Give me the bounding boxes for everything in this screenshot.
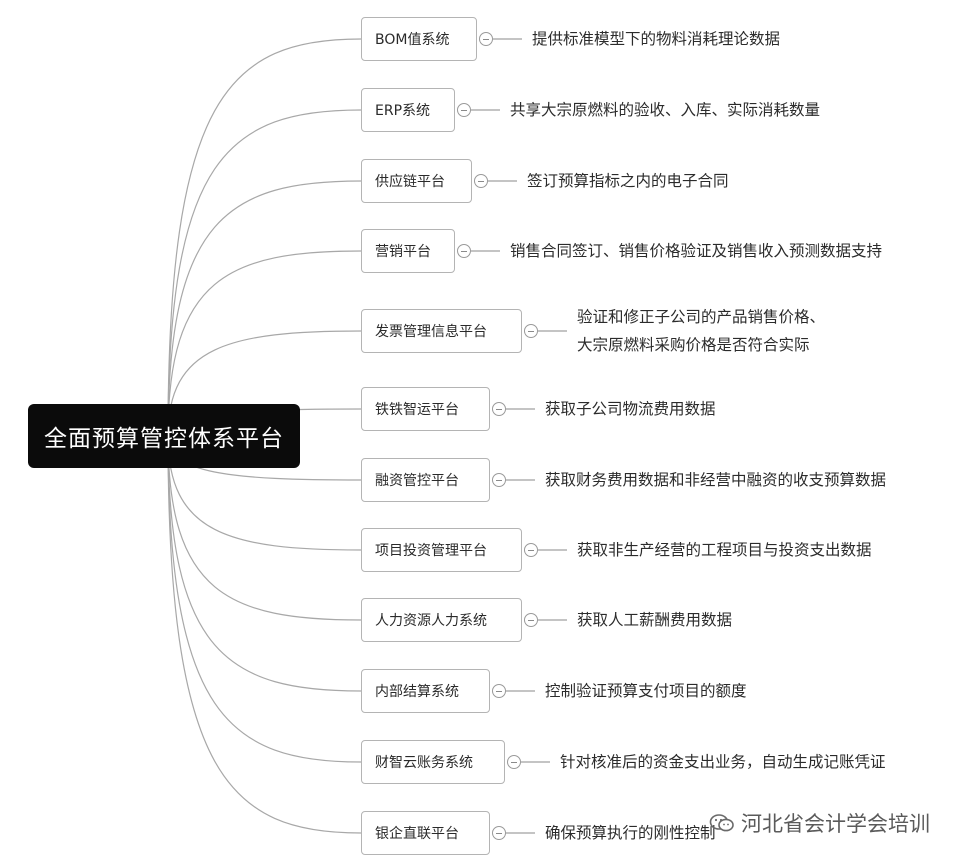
description-line: 确保预算执行的刚性控制 [545, 824, 716, 842]
description-line: 获取人工薪酬费用数据 [577, 611, 733, 629]
description-line: 共享大宗原燃料的验收、入库、实际消耗数量 [510, 101, 821, 119]
collapse-toggle-icon[interactable] [474, 174, 488, 188]
collapse-toggle-icon[interactable] [507, 755, 521, 769]
branch-connector [167, 180, 362, 437]
description-line: 获取非生产经营的工程项目与投资支出数据 [577, 541, 872, 559]
description-line: 提供标准模型下的物料消耗理论数据 [532, 30, 781, 48]
branch-connector [167, 250, 362, 437]
description-line: 针对核准后的资金支出业务，自动生成记账凭证 [560, 753, 886, 771]
branch-description: 共享大宗原燃料的验收、入库、实际消耗数量 [510, 96, 820, 124]
description-line: 签订预算指标之内的电子合同 [527, 172, 729, 190]
description-line: 验证和修正子公司的产品销售价格、 [577, 308, 826, 326]
branch-label: 人力资源人力系统 [375, 613, 487, 629]
description-line: 获取财务费用数据和非经营中融资的收支预算数据 [545, 471, 887, 489]
branch-node[interactable]: 项目投资管理平台 [361, 528, 522, 572]
wechat-icon [709, 814, 734, 832]
branch-label: 项目投资管理平台 [375, 543, 487, 559]
collapse-toggle-icon[interactable] [524, 543, 538, 557]
root-label: 全面预算管控体系平台 [44, 426, 284, 452]
description-line: 获取子公司物流费用数据 [545, 400, 716, 418]
branch-description: 获取人工薪酬费用数据 [577, 606, 732, 634]
branch-connector [167, 435, 362, 551]
branch-node[interactable]: 财智云账务系统 [361, 740, 505, 784]
branch-node[interactable]: BOM值系统 [361, 17, 477, 61]
branch-description: 销售合同签订、销售价格验证及销售收入预测数据支持 [510, 237, 882, 265]
collapse-toggle-icon[interactable] [524, 324, 538, 338]
branch-node[interactable]: 融资管控平台 [361, 458, 490, 502]
branch-label: 内部结算系统 [375, 684, 459, 700]
branch-node[interactable]: 内部结算系统 [361, 669, 490, 713]
branch-description: 获取子公司物流费用数据 [545, 395, 716, 423]
branch-description: 提供标准模型下的物料消耗理论数据 [532, 25, 780, 53]
branch-node[interactable]: 发票管理信息平台 [361, 309, 522, 353]
root-node[interactable]: 全面预算管控体系平台 [28, 404, 300, 468]
description-line: 大宗原燃料采购价格是否符合实际 [577, 336, 810, 354]
branch-node[interactable]: 铁铁智运平台 [361, 387, 490, 431]
branch-description: 针对核准后的资金支出业务，自动生成记账凭证 [560, 748, 886, 776]
description-line: 销售合同签订、销售价格验证及销售收入预测数据支持 [510, 242, 883, 260]
branch-connector [167, 435, 362, 621]
collapse-toggle-icon[interactable] [457, 244, 471, 258]
collapse-toggle-icon[interactable] [492, 684, 506, 698]
collapse-toggle-icon[interactable] [524, 613, 538, 627]
branch-node[interactable]: 银企直联平台 [361, 811, 490, 855]
branch-label: 铁铁智运平台 [375, 402, 459, 418]
branch-description: 签订预算指标之内的电子合同 [527, 167, 729, 195]
branch-description: 确保预算执行的刚性控制 [545, 819, 716, 847]
collapse-toggle-icon[interactable] [479, 32, 493, 46]
branch-label: 发票管理信息平台 [375, 324, 487, 340]
watermark: 河北省会计学会培训 [709, 808, 930, 838]
branch-connector [167, 435, 362, 834]
branch-description: 控制验证预算支付项目的额度 [545, 677, 747, 705]
collapse-toggle-icon[interactable] [492, 826, 506, 840]
branch-label: 营销平台 [375, 244, 431, 260]
watermark-text: 河北省会计学会培训 [741, 812, 930, 836]
branch-connector [167, 38, 362, 437]
branch-label: 融资管控平台 [375, 473, 459, 489]
collapse-toggle-icon[interactable] [492, 473, 506, 487]
branch-description: 获取财务费用数据和非经营中融资的收支预算数据 [545, 466, 886, 494]
collapse-toggle-icon[interactable] [457, 103, 471, 117]
branch-label: ERP系统 [375, 103, 431, 119]
branch-label: 银企直联平台 [375, 826, 459, 842]
collapse-toggle-icon[interactable] [492, 402, 506, 416]
branch-description: 获取非生产经营的工程项目与投资支出数据 [577, 536, 872, 564]
branch-node[interactable]: 营销平台 [361, 229, 455, 273]
branch-connector [167, 435, 362, 763]
branch-node[interactable]: 人力资源人力系统 [361, 598, 522, 642]
branch-connector [167, 109, 362, 437]
branch-label: 供应链平台 [375, 174, 445, 190]
branch-label: BOM值系统 [375, 32, 450, 48]
branch-node[interactable]: ERP系统 [361, 88, 455, 132]
description-line: 控制验证预算支付项目的额度 [545, 682, 747, 700]
branch-connector [167, 435, 362, 692]
branch-description: 验证和修正子公司的产品销售价格、大宗原燃料采购价格是否符合实际 [577, 303, 825, 359]
branch-label: 财智云账务系统 [375, 755, 473, 771]
branch-node[interactable]: 供应链平台 [361, 159, 472, 203]
